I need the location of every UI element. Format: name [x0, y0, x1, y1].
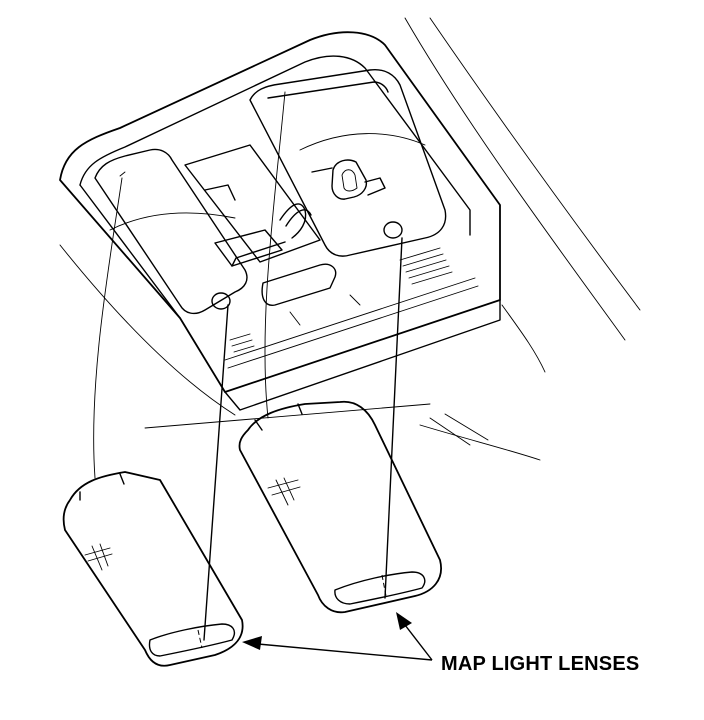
right-arrowhead — [396, 612, 412, 630]
left-map-light-lens — [62, 471, 244, 667]
right-lamp-bay — [249, 68, 447, 257]
guide-lines — [93, 91, 403, 641]
console-housing — [59, 31, 501, 411]
right-map-light-lens — [238, 400, 442, 614]
left-lamp-bay — [94, 148, 248, 315]
left-arrowhead — [242, 636, 262, 650]
right-bulb-socket — [383, 221, 403, 239]
console-hatching — [229, 247, 453, 353]
left-bulb-socket — [211, 292, 231, 310]
callout-leaders — [242, 612, 433, 661]
headliner-lines — [59, 17, 641, 461]
right-bulb — [331, 159, 368, 200]
center-connector — [184, 144, 361, 326]
map-light-lenses-label: MAP LIGHT LENSES — [441, 653, 640, 675]
